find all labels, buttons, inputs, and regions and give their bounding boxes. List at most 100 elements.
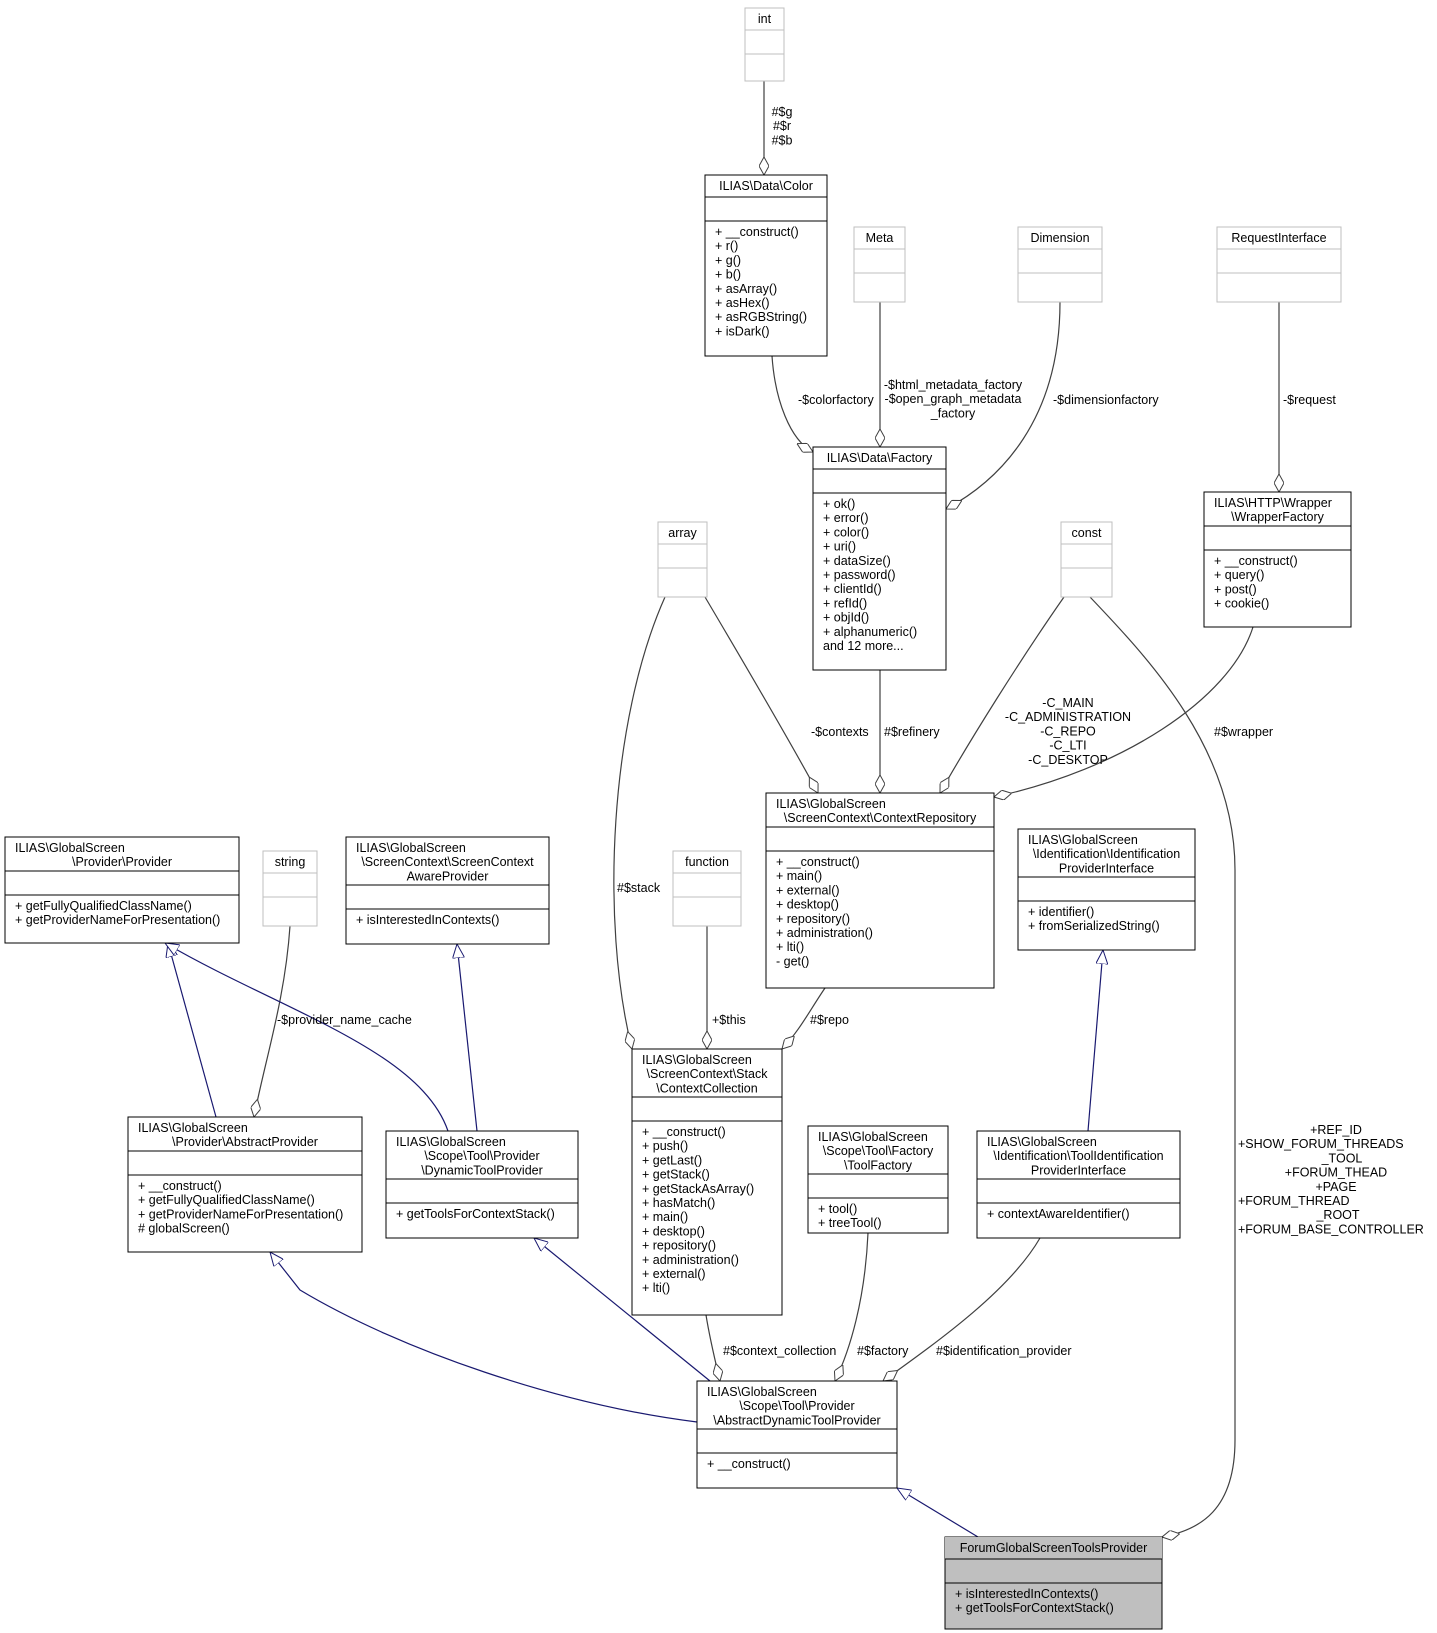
class-node-requestinterface[interactable]: RequestInterface [1216,226,1342,303]
class-node-provider[interactable]: ILIAS\GlobalScreen\Provider\Provider+ ge… [4,836,240,944]
edge-label-line: #$stack [617,881,661,895]
class-member: + clientId() [823,582,882,596]
class-member: + r() [715,239,738,253]
association-edge [771,355,813,452]
class-member: + __construct() [776,855,860,869]
class-member: + identifier() [1028,905,1094,919]
class-title-line: AwareProvider [407,869,489,883]
class-member: + main() [776,869,822,883]
class-member: + asRGBString() [715,310,807,324]
class-member: + alphanumeric() [823,625,917,639]
class-node-array[interactable]: array [657,521,708,598]
class-member: + getFullyQualifiedClassName() [15,899,192,913]
edge-label-line: +FORUM_THREAD [1238,1194,1349,1208]
class-member: + main() [642,1210,688,1224]
class-node-contextcollection[interactable]: ILIAS\GlobalScreen\ScreenContext\Stack\C… [631,1048,783,1316]
class-member: + getToolsForContextStack() [955,1601,1114,1615]
class-title-bg [945,1537,1162,1559]
class-title-line: Meta [866,231,894,245]
edge-label-line: #$factory [857,1344,909,1358]
class-member: + b() [715,268,741,282]
class-title-line: ILIAS\GlobalScreen [818,1130,928,1144]
class-title-line: ForumGlobalScreenToolsProvider [960,1541,1148,1555]
class-member: + __construct() [138,1179,222,1193]
class-member: + __construct() [1214,554,1298,568]
class-box [127,1116,363,1253]
class-member: + repository() [776,912,850,926]
class-member: + push() [642,1139,688,1153]
class-node-abstractprovider[interactable]: ILIAS\GlobalScreen\Provider\AbstractProv… [127,1116,363,1253]
edge-label-line: +PAGE [1315,1180,1356,1194]
edge-label-line: #$r [773,119,791,133]
association-edge [705,1314,720,1381]
class-box [1017,828,1196,951]
class-member: + getProviderNameForPresentation() [15,913,220,927]
class-member: + getLast() [642,1153,702,1167]
edge-label-line: +$this [712,1013,746,1027]
edge-label-line: +FORUM_THEAD [1285,1166,1387,1180]
inheritance-edge [457,944,478,1132]
edge-label-line: -C_MAIN [1042,696,1093,710]
association-edge [946,301,1061,509]
class-node-toolfactory[interactable]: ILIAS\GlobalScreen\Scope\Tool\Factory\To… [807,1125,949,1234]
class-member: + administration() [642,1253,739,1267]
class-member: + isInterestedInContexts() [955,1587,1098,1601]
class-node-wrapperfactory[interactable]: ILIAS\HTTP\Wrapper\WrapperFactory+ __con… [1203,491,1352,628]
inheritance-edge [168,943,217,1118]
class-node-datafactory[interactable]: ILIAS\Data\Factory+ ok()+ error()+ color… [812,446,947,671]
class-node-forumtools[interactable]: ForumGlobalScreenToolsProvider + isIntere… [944,1536,1163,1630]
class-node-abstractdynamictool[interactable]: ILIAS\GlobalScreen\Scope\Tool\Provider\A… [696,1380,898,1489]
class-node-string[interactable]: string [262,850,318,927]
class-member: + contextAwareIdentifier() [987,1207,1130,1221]
class-node-dynamictoolprovider[interactable]: ILIAS\GlobalScreen\Scope\Tool\Provider\D… [385,1130,579,1239]
edge-label-line: _TOOL [1321,1151,1363,1165]
edge-label-line: #$refinery [884,725,940,739]
class-title-line: \WrapperFactory [1231,510,1325,524]
class-title-line: ILIAS\Data\Color [719,179,813,193]
class-title-line: \Provider\AbstractProvider [172,1135,318,1149]
class-node-screencontextaware[interactable]: ILIAS\GlobalScreen\ScreenContext\ScreenC… [345,836,550,945]
edge-label-const-forum: +REF_ID+SHOW_FORUM_THREADS_TOOL+FORUM_TH… [1238,1123,1424,1236]
class-member: + isDark() [715,324,770,338]
class-node-meta[interactable]: Meta [853,226,906,303]
edge-label-line: -$request [1283,393,1336,407]
class-node-const[interactable]: const [1060,521,1113,598]
class-node-toolidentification[interactable]: ILIAS\GlobalScreen\Identification\ToolId… [976,1130,1181,1239]
class-title-line: const [1072,526,1102,540]
class-box [4,836,240,944]
edge-label-line: _ROOT [1315,1208,1359,1222]
association-edge [782,987,826,1049]
class-node-int[interactable]: int [744,7,785,82]
class-node-contextrepository[interactable]: ILIAS\GlobalScreen\ScreenContext\Context… [765,792,995,989]
class-title-line: function [685,855,729,869]
association-edge [883,1237,1041,1381]
class-member: + getStack() [642,1168,710,1182]
class-title-line: \ScreenContext\Stack [647,1067,769,1081]
class-node-color[interactable]: ILIAS\Data\Color+ __construct()+ r()+ g(… [704,174,828,357]
association-edge [704,596,818,793]
edge-label-line: -C_DESKTOP [1028,753,1108,767]
class-box [1060,521,1113,598]
class-member: + __construct() [707,1457,791,1471]
association-edge [994,626,1254,797]
class-member: + external() [642,1267,706,1281]
edge-label-request-wrapper: -$request [1283,393,1336,407]
class-member: + treeTool() [818,1216,882,1230]
class-member: + asHex() [715,296,770,310]
class-box [807,1125,949,1234]
class-node-identificationprovider[interactable]: ILIAS\GlobalScreen\Identification\Identi… [1017,828,1196,951]
class-title-line: \Scope\Tool\Provider [424,1149,539,1163]
class-box [345,836,550,945]
class-box [385,1130,579,1239]
class-node-function[interactable]: function [672,850,742,927]
inheritance-edge [165,943,449,1132]
class-node-dimension[interactable]: Dimension [1017,226,1103,303]
class-box [696,1380,898,1489]
inheritance-edge [1087,950,1103,1132]
edge-label-int-color: #$g#$r#$b [772,105,793,147]
class-member: + password() [823,568,896,582]
class-title-line: ILIAS\GlobalScreen [396,1135,506,1149]
class-box [812,446,947,671]
edge-label-repo-collection: #$repo [810,1013,849,1027]
class-box [631,1048,783,1316]
